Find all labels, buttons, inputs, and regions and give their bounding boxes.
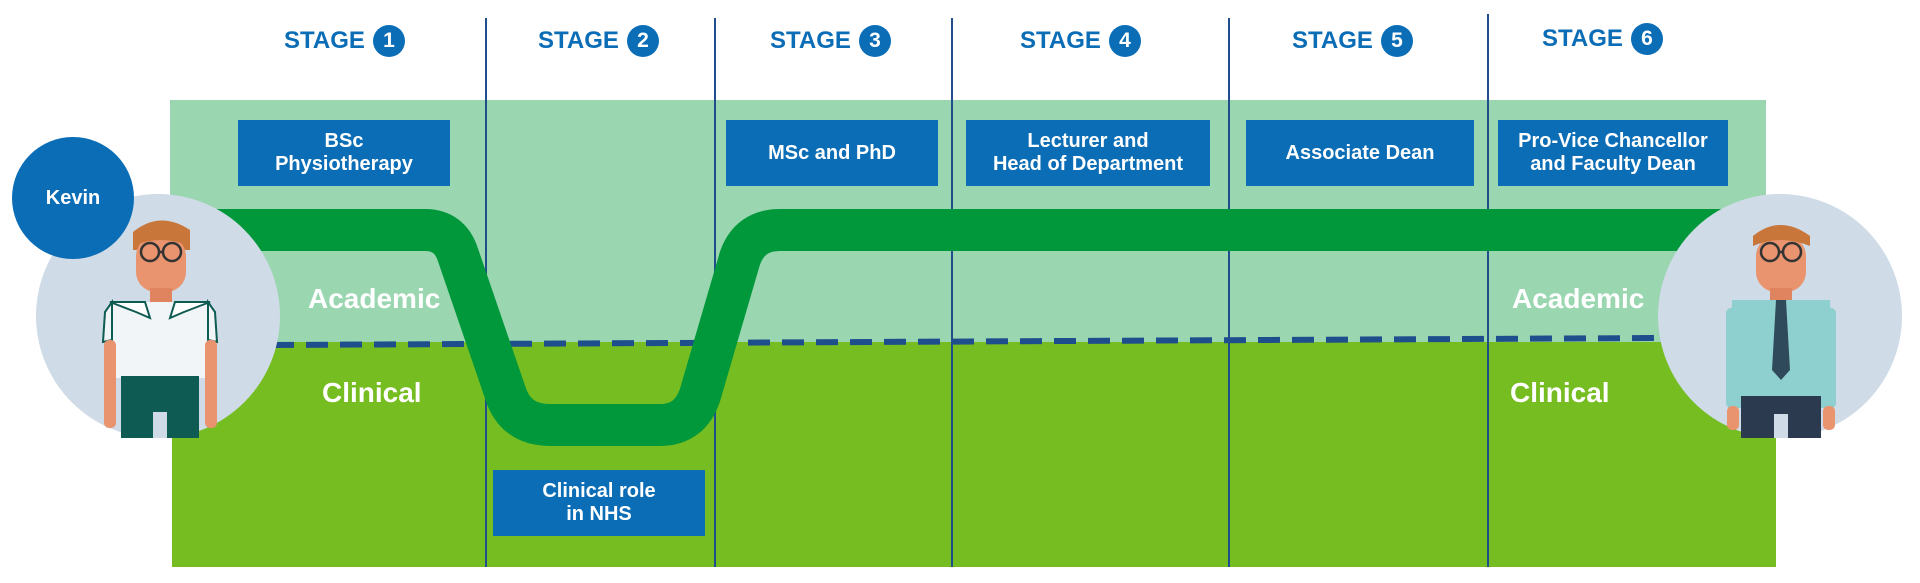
role-line: Physiotherapy (275, 153, 413, 175)
role-text: MSc and PhD (768, 141, 896, 164)
stage-number-badge: 3 (858, 25, 891, 57)
role-line: in NHS (566, 503, 632, 525)
stage-1-header: STAGE 1 (284, 24, 405, 58)
role-line: Clinical role (542, 480, 656, 502)
stage-label: STAGE (770, 27, 851, 54)
stage-2-header: STAGE 2 (538, 24, 659, 58)
person-illustration-academic (1658, 194, 1902, 438)
role-pvc-faculty-dean: Pro-Vice Chancellor and Faculty Dean (1498, 120, 1728, 186)
lane-label-academic-left: Academic (308, 283, 441, 314)
stage-label: STAGE (1542, 25, 1623, 52)
role-line: Lecturer and (1027, 130, 1149, 152)
role-text: Associate Dean (1285, 141, 1435, 164)
lane-label-clinical-left: Clinical (322, 377, 422, 408)
lane-label-academic-right: Academic (1512, 283, 1645, 314)
lane-label-clinical-right: Clinical (1510, 377, 1610, 408)
stage-number-badge: 4 (1108, 25, 1141, 57)
role-clinical-nhs: Clinical role in NHS (493, 470, 705, 536)
stage-number-badge: 1 (372, 25, 405, 57)
role-line: Head of Department (992, 153, 1184, 175)
stage-4-header: STAGE 4 (1020, 24, 1141, 58)
person-name-badge: Kevin (12, 137, 134, 259)
stage-6-header: STAGE 6 (1542, 22, 1663, 56)
stage-label: STAGE (538, 27, 619, 54)
role-line: BSc (324, 130, 364, 152)
role-bsc-physiotherapy: BSc Physiotherapy (238, 120, 450, 186)
stage-number-badge: 5 (1380, 25, 1413, 57)
person-illustration-clinical (36, 194, 280, 438)
role-msc-phd: MSc and PhD (726, 120, 938, 186)
stage-label: STAGE (1020, 27, 1101, 54)
role-lecturer-head: Lecturer and Head of Department (966, 120, 1210, 186)
stage-number-badge: 6 (1630, 23, 1663, 55)
stage-label: STAGE (284, 27, 365, 54)
lane-boundary-dashed (271, 335, 1663, 348)
role-line: Pro-Vice Chancellor (1518, 130, 1708, 152)
stage-5-header: STAGE 5 (1292, 24, 1413, 58)
stage-label: STAGE (1292, 27, 1373, 54)
role-line: and Faculty Dean (1530, 153, 1696, 175)
stage-number-badge: 2 (626, 25, 659, 57)
clinical-lane (172, 342, 1776, 567)
role-associate-dean: Associate Dean (1246, 120, 1474, 186)
career-path-line (215, 209, 1735, 446)
stage-3-header: STAGE 3 (770, 24, 891, 58)
